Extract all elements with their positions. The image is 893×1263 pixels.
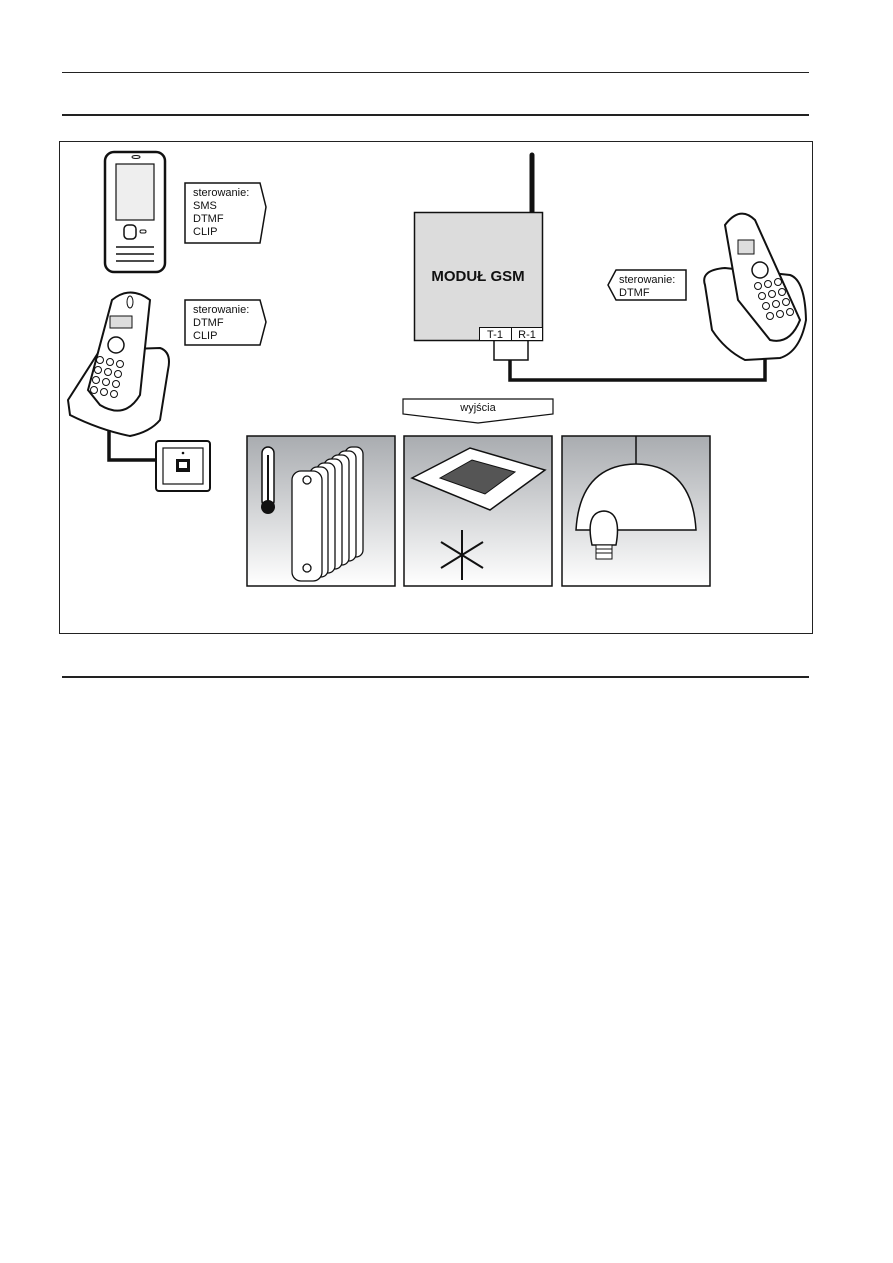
phone-line-cable <box>107 430 157 462</box>
svg-text:wyjścia: wyjścia <box>459 402 496 414</box>
svg-text:T-1: T-1 <box>487 329 503 341</box>
desk-cordless-phone-icon <box>703 212 808 362</box>
snowflake-icon <box>440 530 484 580</box>
svg-text:R-1: R-1 <box>518 329 536 341</box>
svg-text:CLIP: CLIP <box>193 330 217 342</box>
phone-wall-socket-icon <box>155 440 211 492</box>
diagram-frame <box>59 141 813 634</box>
svg-text:sterowanie:: sterowanie: <box>193 187 249 199</box>
heating-radiator-icon <box>246 435 396 587</box>
gsm-module: MODUŁ GSM T-1 R-1 <box>413 152 544 342</box>
light-bulb-icon <box>589 510 619 546</box>
svg-text:sterowanie:: sterowanie: <box>619 274 675 286</box>
outputs-arrow-label: wyjścia <box>402 398 554 424</box>
mobile-control-label: sterowanie: SMS DTMF CLIP <box>184 182 267 244</box>
module-to-phone-cable <box>508 355 767 382</box>
cordless-control-label: sterowanie: DTMF CLIP <box>184 299 267 346</box>
right-control-label: sterowanie: DTMF <box>607 269 687 301</box>
svg-text:DTMF: DTMF <box>193 317 224 329</box>
mobile-phone-icon <box>103 150 167 274</box>
header-rule-bottom <box>62 114 809 116</box>
svg-text:MODUŁ GSM: MODUŁ GSM <box>431 268 524 285</box>
header-rule-top <box>62 72 809 73</box>
svg-text:DTMF: DTMF <box>619 287 650 299</box>
air-conditioner-icon <box>403 435 553 587</box>
svg-text:DTMF: DTMF <box>193 213 224 225</box>
cordless-phone-icon <box>66 291 170 438</box>
svg-text:CLIP: CLIP <box>193 226 217 238</box>
svg-text:sterowanie:: sterowanie: <box>193 304 249 316</box>
lamp-icon <box>561 435 711 587</box>
svg-text:SMS: SMS <box>193 200 217 212</box>
footer-rule <box>62 676 809 678</box>
terminal-r1 <box>511 327 543 341</box>
